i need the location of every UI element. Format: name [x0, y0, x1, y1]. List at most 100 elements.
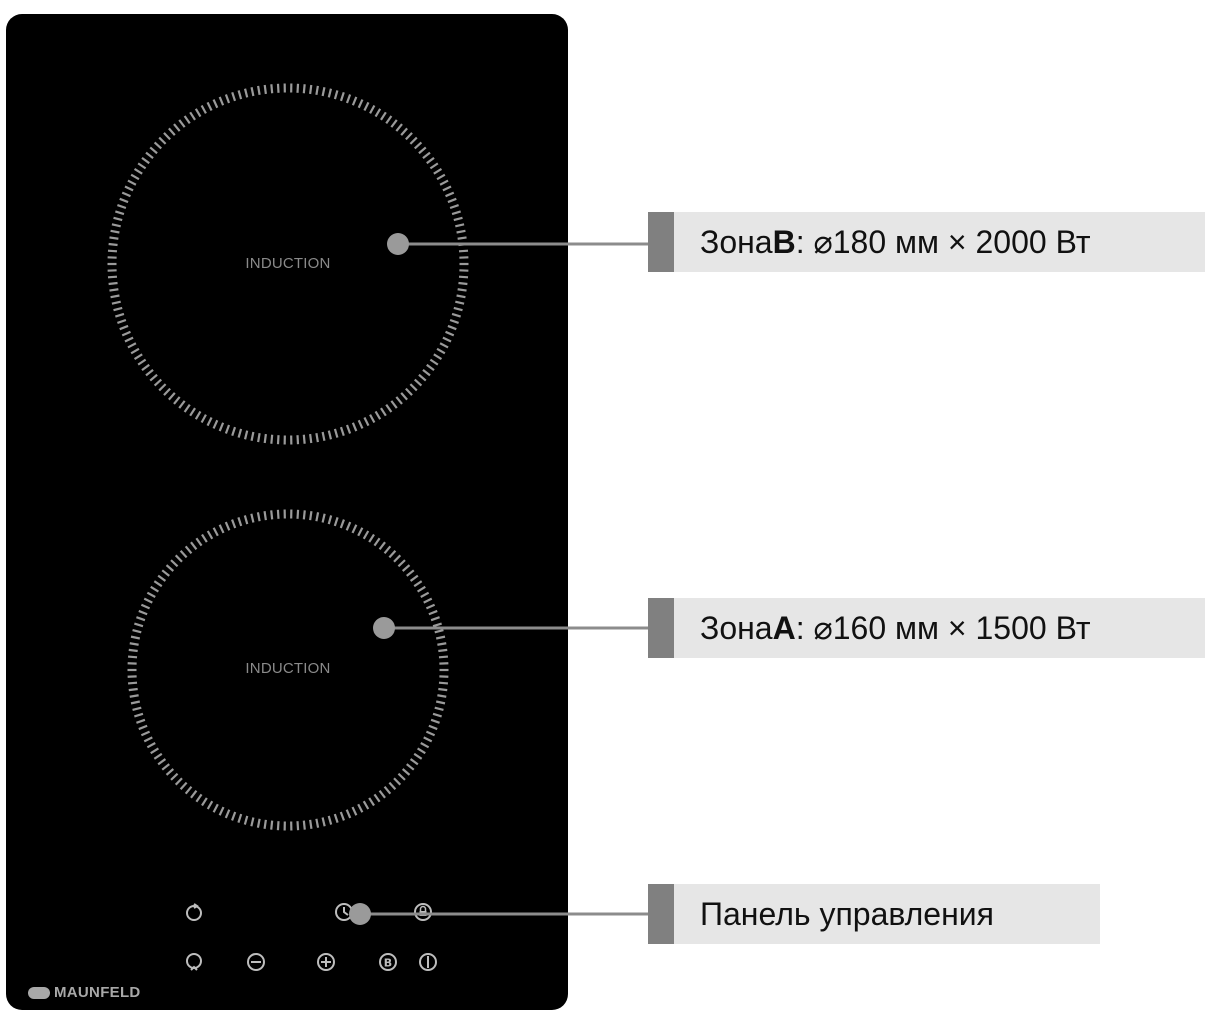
zone-tick [439, 179, 449, 186]
zone-tick [456, 294, 466, 299]
zone-tick [296, 509, 300, 519]
zone-tick [224, 94, 231, 104]
zone-tick [413, 752, 423, 760]
clock-icon[interactable] [332, 900, 356, 924]
zone-tick [451, 210, 461, 216]
zone-tick [143, 736, 153, 743]
zone-tick [345, 809, 352, 819]
zone-tick [257, 85, 261, 96]
zone-tick [302, 820, 306, 830]
zone-tick [130, 347, 140, 355]
zone-tick [138, 609, 148, 616]
zone-tick [146, 742, 156, 749]
zone-tick [447, 324, 457, 331]
zone-tick [432, 622, 442, 628]
zone-tick [458, 281, 468, 286]
zone-tick [194, 108, 202, 118]
zone-tick [161, 569, 170, 577]
zone-tick [212, 803, 219, 813]
zone-tick [174, 554, 183, 563]
zone-tick [127, 655, 138, 659]
lock-icon[interactable] [411, 900, 435, 924]
zone-tick [157, 574, 167, 582]
zone-tick [378, 790, 386, 799]
zone-tick [397, 772, 406, 781]
timer-icon[interactable] [182, 900, 206, 924]
zone-tick [183, 403, 191, 413]
zone-tick [132, 706, 142, 711]
zone-tick [224, 424, 231, 434]
zone-tick [119, 197, 129, 204]
zone-tick [413, 141, 423, 150]
zone-tick [393, 777, 402, 786]
zone-tick [161, 763, 170, 771]
zone-tick [395, 396, 403, 405]
zone-tick [206, 800, 214, 810]
zone-tick [315, 432, 319, 443]
zone-tick [146, 591, 156, 598]
zone-tick [435, 635, 446, 640]
plus-icon[interactable] [314, 950, 338, 974]
zone-tick [429, 162, 439, 170]
zone-tick [309, 84, 313, 95]
zone-tick [130, 700, 141, 705]
cooktop-glass: INDUCTION INDUCTION B MAUNFELD [6, 14, 568, 1010]
zone-tick [409, 383, 418, 392]
zone-b-callout-text: Зона B : ⌀180 мм × 2000 Вт [674, 212, 1205, 272]
zone-tick [400, 392, 408, 401]
zone-tick [173, 123, 181, 132]
zone-select-icon[interactable] [182, 950, 206, 974]
zone-tick [145, 368, 154, 377]
zone-tick [128, 648, 138, 653]
zone-tick [363, 417, 370, 427]
zone-tick [438, 687, 448, 692]
zone-tick [212, 527, 219, 537]
zone-tick [200, 414, 207, 424]
zone-tick [115, 312, 125, 318]
zone-tick [129, 642, 139, 646]
zone-tick [263, 819, 267, 829]
zone-tick [368, 533, 375, 543]
zone-tick [405, 387, 413, 396]
zone-tick [432, 712, 442, 718]
zone-tick [422, 151, 431, 160]
zone-tick [168, 392, 176, 401]
zone-tick [393, 554, 402, 563]
zone-tick [400, 127, 408, 136]
zone-tick [124, 336, 134, 343]
zone-tick [327, 430, 333, 440]
zone-tick [409, 574, 419, 582]
zone-tick [405, 132, 413, 141]
zone-tick [173, 396, 181, 405]
zone-tick [321, 431, 326, 442]
zone-tick [449, 204, 459, 210]
zone-b-induction-label: INDUCTION [245, 255, 331, 272]
zone-tick [270, 820, 274, 830]
zone-tick [383, 786, 392, 795]
zone-tick [357, 99, 364, 109]
zone-tick [457, 236, 467, 240]
zone-tick [362, 800, 370, 810]
boost-icon[interactable]: B [376, 950, 400, 974]
zone-tick [430, 616, 440, 622]
zone-tick [127, 179, 137, 186]
zone-tick [374, 410, 382, 420]
zone-tick [163, 132, 171, 141]
zone-tick [321, 513, 326, 523]
zone-tick [113, 216, 123, 222]
power-icon[interactable] [416, 950, 440, 974]
zone-tick [127, 681, 138, 685]
zone-tick [136, 718, 146, 724]
zone-tick [409, 758, 419, 766]
zone-tick [134, 712, 144, 718]
zone-tick [237, 517, 243, 527]
zone-tick [428, 609, 438, 616]
zone-tick [397, 559, 406, 568]
zone-tick [339, 91, 345, 102]
zone-tick [218, 806, 225, 816]
minus-icon[interactable] [244, 950, 268, 974]
zone-tick [179, 549, 188, 559]
zone-tick [423, 736, 433, 743]
zone-tick [430, 718, 440, 724]
zone-tick [133, 168, 143, 175]
